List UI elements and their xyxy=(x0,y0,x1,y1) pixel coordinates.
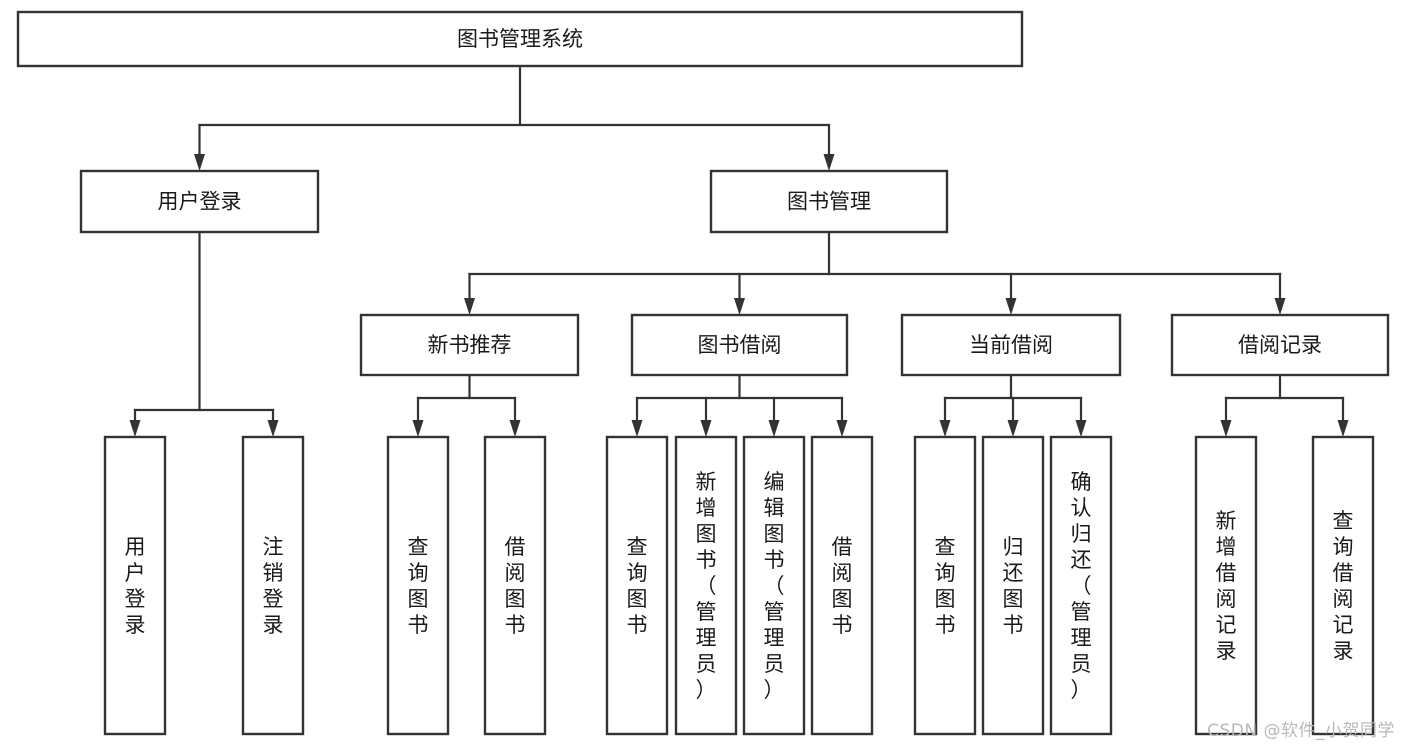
node-label-book-manage: 图书管理 xyxy=(787,190,871,214)
node-label-root: 图书管理系统 xyxy=(457,27,583,51)
arrow-head-leaf-borrow-book-2 xyxy=(836,420,848,437)
arrow-head-book-manage xyxy=(823,154,835,171)
node-box-book-manage xyxy=(709,169,949,234)
connector-group-current-borrow xyxy=(939,373,1087,437)
node-leaf-borrow-book-2[interactable]: 借阅图书 xyxy=(810,435,874,736)
nodes-layer: 图书管理系统用户登录图书管理新书推荐图书借阅当前借阅借阅记录用户登录注销登录查询… xyxy=(16,10,1390,736)
connector-group-book-borrow xyxy=(631,373,848,437)
connector-group-root xyxy=(194,64,835,171)
node-label-leaf-borrow-book-2: 借阅图书 xyxy=(832,535,853,637)
node-leaf-user-login[interactable]: 用户登录 xyxy=(103,435,167,736)
node-label-leaf-borrow-book-1: 借阅图书 xyxy=(505,535,526,637)
node-box-user-login xyxy=(79,169,320,234)
node-label-leaf-confirm-return: 确认归还（管理员） xyxy=(1071,470,1092,702)
node-label-leaf-add-book: 新增图书（管理员） xyxy=(696,470,717,702)
node-label-leaf-query-book-1: 查询图书 xyxy=(408,535,429,637)
arrow-head-current-borrow xyxy=(1005,298,1017,315)
node-leaf-query-book-1[interactable]: 查询图书 xyxy=(386,435,450,736)
arrow-head-leaf-query-book-3 xyxy=(939,420,951,437)
node-label-leaf-edit-book: 编辑图书（管理员） xyxy=(764,470,785,702)
arrow-head-leaf-user-login xyxy=(129,420,141,437)
connector-group-book-manage xyxy=(464,230,1286,315)
node-current-borrow[interactable]: 当前借阅 xyxy=(900,313,1122,377)
watermark: CSDN @软件_小贺同学 xyxy=(1207,721,1395,741)
arrow-head-leaf-query-book-1 xyxy=(412,420,424,437)
node-label-book-borrow: 图书借阅 xyxy=(698,333,782,357)
node-box-new-book-rec xyxy=(359,313,580,377)
node-label-leaf-add-record: 新增借阅记录 xyxy=(1216,509,1237,663)
node-leaf-borrow-book-1[interactable]: 借阅图书 xyxy=(483,435,547,736)
node-label-user-login: 用户登录 xyxy=(158,190,242,214)
node-box-leaf-add-record xyxy=(1194,435,1258,736)
node-leaf-return-book[interactable]: 归还图书 xyxy=(981,435,1045,736)
node-borrow-record[interactable]: 借阅记录 xyxy=(1170,313,1390,377)
arrow-head-leaf-edit-book xyxy=(768,420,780,437)
node-leaf-add-book[interactable]: 新增图书（管理员） xyxy=(674,435,738,736)
node-leaf-query-record[interactable]: 查询借阅记录 xyxy=(1311,435,1375,736)
arrow-head-leaf-query-book-2 xyxy=(631,420,643,437)
arrow-head-leaf-confirm-return xyxy=(1075,420,1087,437)
node-box-leaf-add-book xyxy=(674,435,738,736)
node-book-borrow[interactable]: 图书借阅 xyxy=(630,313,849,377)
node-label-leaf-query-book-2: 查询图书 xyxy=(627,535,648,637)
arrow-head-new-book-rec xyxy=(464,298,475,315)
node-box-leaf-edit-book xyxy=(742,435,806,736)
node-box-borrow-record xyxy=(1170,313,1390,377)
node-box-book-borrow xyxy=(630,313,849,377)
arrow-head-user-login xyxy=(194,154,205,171)
node-label-new-book-rec: 新书推荐 xyxy=(428,333,512,357)
connector-group-borrow-record xyxy=(1220,373,1349,437)
node-box-root xyxy=(16,10,1024,68)
connector-group-new-book-rec xyxy=(412,373,521,437)
node-label-leaf-logout: 注销登录 xyxy=(263,535,284,637)
node-leaf-add-record[interactable]: 新增借阅记录 xyxy=(1194,435,1258,736)
node-root[interactable]: 图书管理系统 xyxy=(16,10,1024,68)
node-leaf-query-book-3[interactable]: 查询图书 xyxy=(913,435,977,736)
node-box-leaf-query-record xyxy=(1311,435,1375,736)
connector-group-user-login xyxy=(129,230,279,437)
node-leaf-query-book-2[interactable]: 查询图书 xyxy=(605,435,669,736)
node-label-leaf-return-book: 归还图书 xyxy=(1003,535,1024,637)
node-new-book-rec[interactable]: 新书推荐 xyxy=(359,313,580,377)
node-box-leaf-borrow-book-1 xyxy=(483,435,547,736)
arrow-head-book-borrow xyxy=(734,298,745,315)
arrow-head-leaf-query-record xyxy=(1337,420,1349,437)
node-leaf-logout[interactable]: 注销登录 xyxy=(241,435,305,736)
node-box-leaf-confirm-return xyxy=(1049,435,1113,736)
node-box-leaf-user-login xyxy=(103,435,167,736)
node-leaf-edit-book[interactable]: 编辑图书（管理员） xyxy=(742,435,806,736)
node-box-leaf-return-book xyxy=(981,435,1045,736)
node-label-leaf-user-login: 用户登录 xyxy=(125,535,146,637)
node-box-leaf-query-book-3 xyxy=(913,435,977,736)
node-leaf-confirm-return[interactable]: 确认归还（管理员） xyxy=(1049,435,1113,736)
arrow-head-leaf-logout xyxy=(267,420,279,437)
arrow-head-leaf-borrow-book-1 xyxy=(509,420,521,437)
node-box-leaf-logout xyxy=(241,435,305,736)
node-book-manage[interactable]: 图书管理 xyxy=(709,169,949,234)
arrow-head-leaf-return-book xyxy=(1007,420,1019,437)
arrow-head-borrow-record xyxy=(1274,298,1286,315)
node-label-current-borrow: 当前借阅 xyxy=(969,333,1053,357)
node-box-leaf-query-book-2 xyxy=(605,435,669,736)
node-label-leaf-query-record: 查询借阅记录 xyxy=(1333,509,1354,663)
connectors-layer xyxy=(129,64,1349,437)
node-box-leaf-query-book-1 xyxy=(386,435,450,736)
arrow-head-leaf-add-record xyxy=(1220,420,1232,437)
node-label-leaf-query-book-3: 查询图书 xyxy=(935,535,956,637)
node-label-borrow-record: 借阅记录 xyxy=(1238,333,1322,357)
node-user-login[interactable]: 用户登录 xyxy=(79,169,320,234)
arrow-head-leaf-add-book xyxy=(700,420,712,437)
node-box-current-borrow xyxy=(900,313,1122,377)
node-box-leaf-borrow-book-2 xyxy=(810,435,874,736)
